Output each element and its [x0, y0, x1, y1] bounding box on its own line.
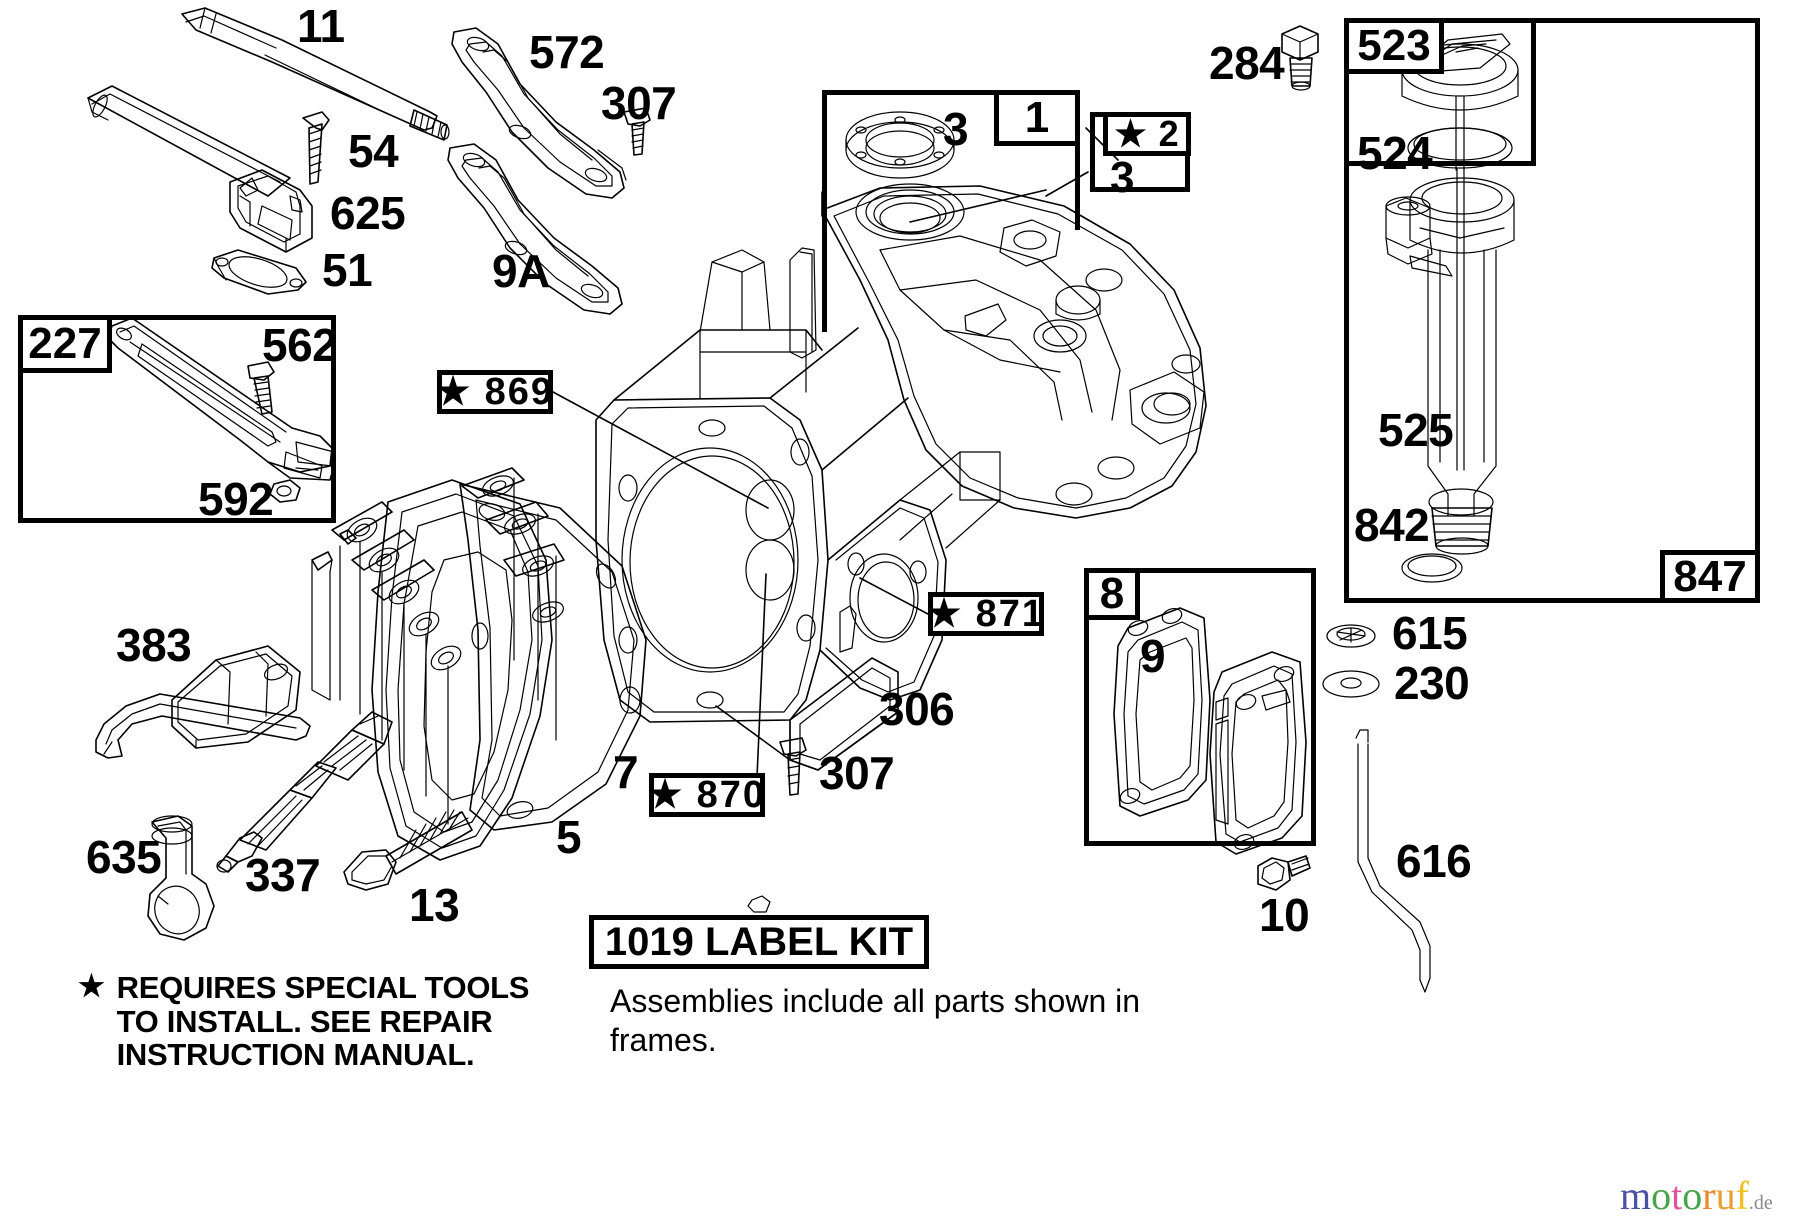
callout-635: 635 [86, 831, 162, 883]
callout-847: 847 [1660, 550, 1760, 603]
callout-615: 615 [1392, 607, 1468, 659]
label-kit-box: 1019 LABEL KIT [589, 915, 929, 969]
star-symbol: ★ [78, 970, 105, 1004]
wm-f: f [1735, 1173, 1749, 1218]
callout-842: 842 [1354, 499, 1430, 551]
callout-870: ★ 870 [647, 773, 767, 817]
callout-1: 1 [994, 90, 1080, 146]
part-art-54 [302, 111, 330, 185]
wm-o2: o [1682, 1173, 1703, 1218]
wm-o1: o [1651, 1173, 1672, 1218]
assembly-frame-1 [822, 90, 1080, 332]
callout-592: 592 [198, 473, 274, 525]
wm-t: t [1671, 1173, 1683, 1218]
part-art-10 [1257, 855, 1311, 891]
assemblies-note: Assemblies include all parts shown in fr… [610, 983, 1141, 1059]
callout-562: 562 [262, 319, 338, 371]
callout-383: 383 [116, 619, 192, 671]
callout-307-top: 307 [601, 77, 677, 129]
callout-5: 5 [556, 811, 582, 863]
callout-3-side: 3 [1110, 153, 1134, 202]
callout-3-top: 3 [943, 103, 969, 155]
wm-u: u [1715, 1173, 1736, 1218]
wm-m: m [1620, 1173, 1652, 1218]
callout-306: 306 [879, 683, 955, 735]
assembly-frame-8 [1084, 568, 1316, 846]
callout-8: 8 [1084, 568, 1140, 620]
callout-523: 523 [1344, 18, 1444, 74]
callout-230: 230 [1394, 657, 1470, 709]
assembly-frame-1-right-edge [1075, 90, 1080, 230]
part-art-615 [1326, 624, 1376, 648]
part-art-13 [343, 809, 473, 891]
callout-525: 525 [1378, 404, 1454, 456]
callout-11: 11 [297, 0, 345, 52]
callout-9: 9 [1140, 630, 1166, 682]
callout-616: 616 [1396, 835, 1472, 887]
part-art-307-mid [779, 737, 807, 796]
motoruf-watermark: motoruf.de [1620, 1172, 1773, 1219]
part-art-51 [211, 249, 307, 295]
callout-869: ★ 869 [435, 370, 555, 414]
special-tools-note: ★ REQUIRES SPECIAL TOOLS TO INSTALL. SEE … [78, 938, 529, 1072]
callout-227: 227 [18, 315, 112, 373]
callout-871: ★ 871 [926, 592, 1046, 636]
callout-307-mid: 307 [819, 747, 895, 799]
callout-13: 13 [409, 879, 460, 931]
part-art-230 [1322, 670, 1380, 698]
callout-51: 51 [322, 244, 373, 296]
callout-54: 54 [348, 125, 399, 177]
callout-9A: 9A [492, 245, 550, 297]
callout-284: 284 [1209, 37, 1285, 89]
callout-10: 10 [1259, 889, 1310, 941]
wm-tld: .de [1748, 1192, 1773, 1214]
part-art-870-bolt [747, 895, 771, 913]
callout-572: 572 [529, 26, 605, 78]
callout-337: 337 [245, 849, 321, 901]
part-art-5 [311, 467, 647, 861]
callout-7: 7 [613, 746, 639, 798]
part-art-625 [87, 85, 313, 253]
special-tools-body: REQUIRES SPECIAL TOOLS TO INSTALL. SEE R… [116, 970, 530, 1073]
assembly-frame-oilfill [1344, 18, 1760, 603]
part-art-284 [1281, 25, 1319, 91]
assembly-frame-227 [18, 315, 336, 523]
part-art-337 [216, 711, 393, 873]
callout-625: 625 [330, 187, 406, 239]
wm-r: r [1702, 1173, 1716, 1218]
callout-524: 524 [1357, 127, 1433, 179]
callout-2-star: ★ 2 [1103, 112, 1191, 156]
